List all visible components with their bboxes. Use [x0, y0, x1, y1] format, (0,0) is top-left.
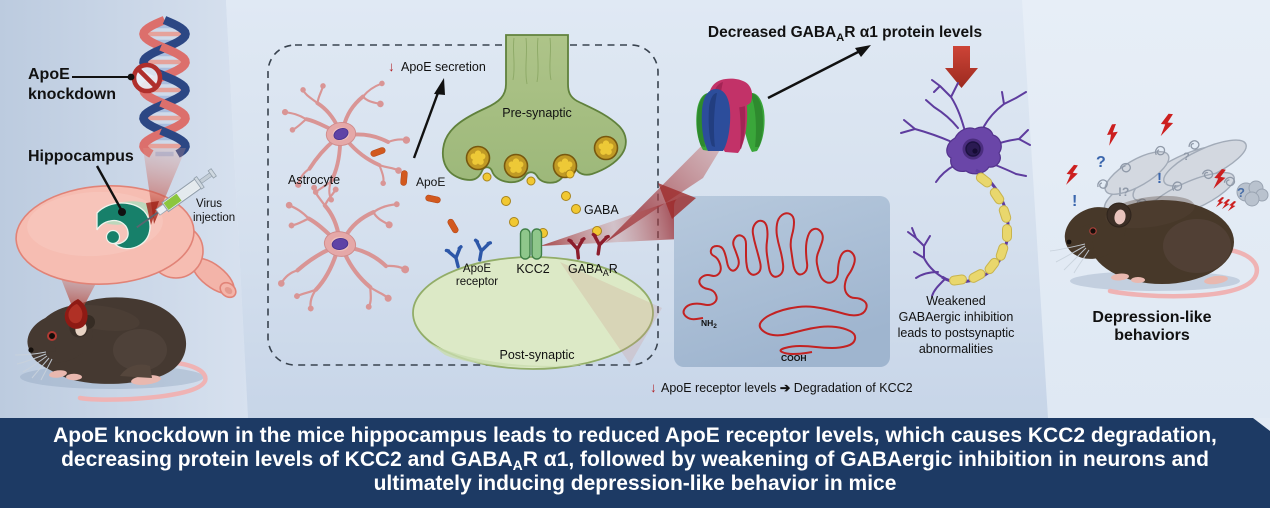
svg-text:knockdown: knockdown [28, 86, 116, 103]
svg-text:ultimately inducing depression: ultimately inducing depression-like beha… [374, 472, 897, 495]
svg-text:ApoE: ApoE [416, 175, 445, 189]
svg-text:!?: !? [1118, 185, 1129, 199]
svg-text:ApoE secretion: ApoE secretion [401, 60, 486, 74]
svg-text:ApoE knockdown in the mice hip: ApoE knockdown in the mice hippocampus l… [53, 424, 1217, 447]
svg-text:?: ? [1183, 151, 1190, 163]
svg-text:Weakened: Weakened [926, 294, 986, 308]
svg-text:ApoE: ApoE [463, 263, 491, 275]
svg-text:Depression-like: Depression-like [1092, 309, 1211, 326]
svg-text:?: ? [1237, 185, 1245, 200]
svg-text:Hippocampus: Hippocampus [28, 148, 134, 165]
svg-text:decreasing protein levels of K: decreasing protein levels of KCC2 and GA… [61, 448, 1209, 473]
svg-text:GABAergic inhibition: GABAergic inhibition [899, 310, 1014, 324]
svg-text:Post-synaptic: Post-synaptic [499, 348, 574, 362]
svg-text:leads to postsynaptic: leads to postsynaptic [898, 326, 1015, 340]
svg-text:Pre-synaptic: Pre-synaptic [502, 106, 571, 120]
svg-text:NH2: NH2 [701, 318, 717, 330]
svg-text:KCC2: KCC2 [516, 262, 549, 276]
svg-text:Decreased GABAAR α1 protein le: Decreased GABAAR α1 protein levels [708, 24, 982, 44]
svg-text:abnormalities: abnormalities [919, 342, 993, 356]
svg-text:ApoE receptor levels ➔ Degrada: ApoE receptor levels ➔ Degradation of KC… [661, 381, 913, 395]
svg-text:!: ! [1072, 193, 1077, 210]
svg-text:↓: ↓ [388, 59, 395, 74]
svg-text:↓: ↓ [650, 380, 657, 395]
svg-text:!: ! [1157, 170, 1162, 187]
svg-text:ApoE: ApoE [28, 66, 70, 83]
svg-text:COOH: COOH [781, 353, 807, 363]
svg-text:?: ? [1096, 154, 1106, 171]
svg-text:behaviors: behaviors [1114, 327, 1190, 344]
svg-text:GABA: GABA [584, 203, 619, 217]
svg-text:GABAAR: GABAAR [568, 262, 618, 278]
svg-text:Virus: Virus [196, 198, 222, 210]
svg-text:Astrocyte: Astrocyte [288, 173, 340, 187]
svg-text:receptor: receptor [456, 276, 498, 288]
svg-text:injection: injection [193, 212, 235, 224]
